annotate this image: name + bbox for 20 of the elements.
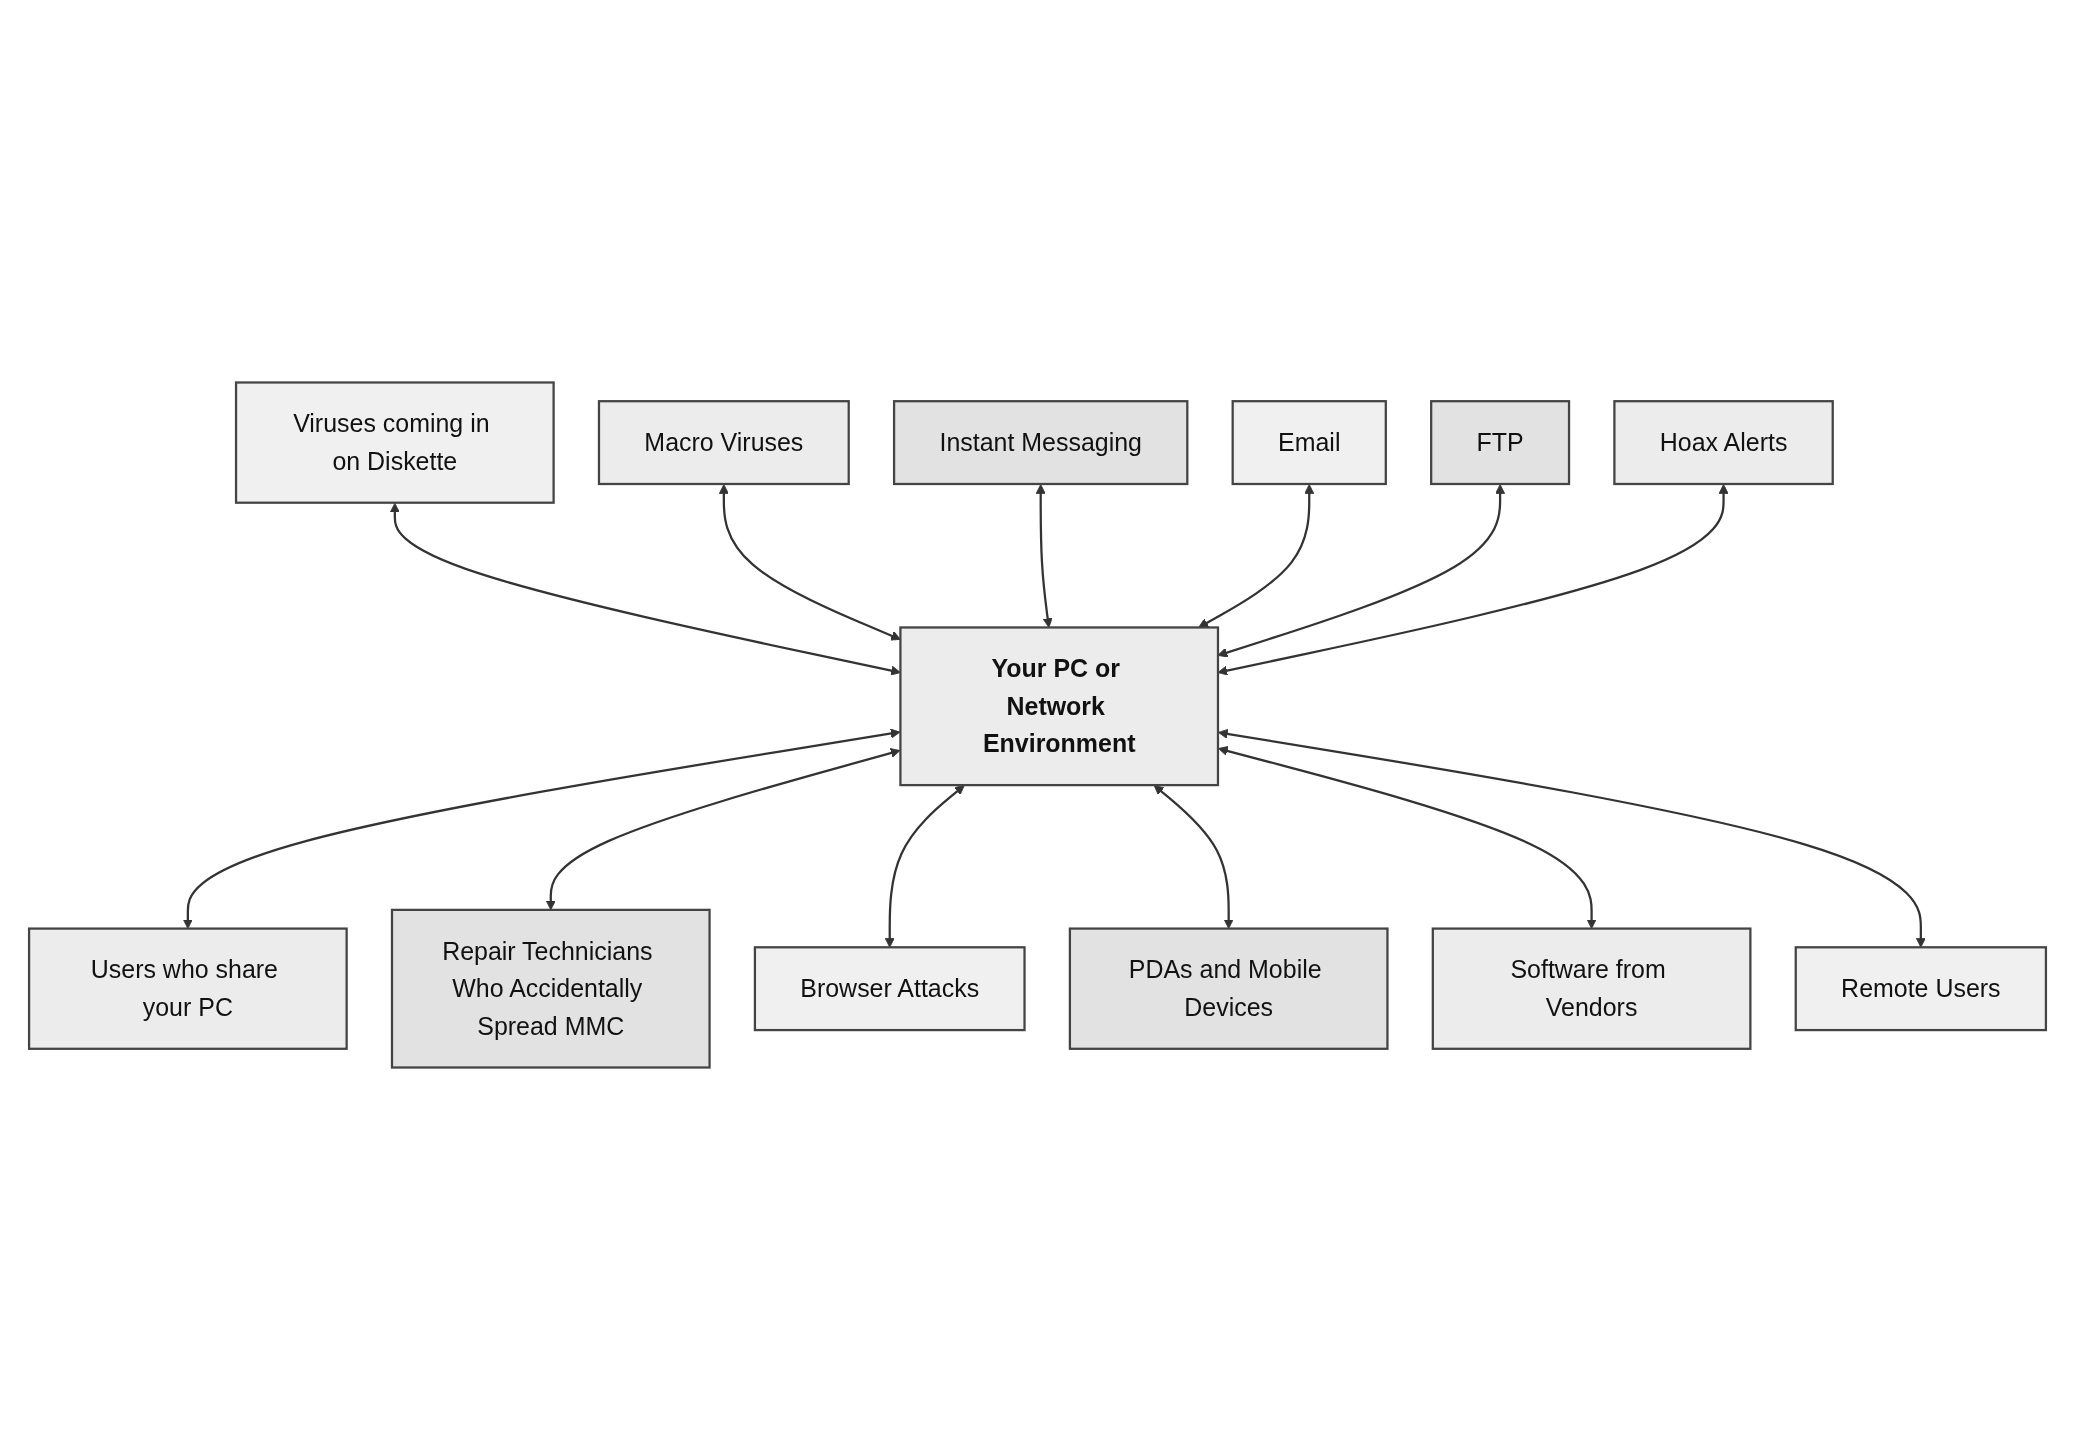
node-box: PDAs and Mobile Devices <box>1068 927 1389 1050</box>
arrow <box>389 502 901 676</box>
node-box: Macro Viruses <box>597 400 850 486</box>
arrow <box>1217 484 1506 658</box>
arrow <box>1217 484 1729 676</box>
node-box: Viruses coming in on Diskette <box>234 381 555 504</box>
node-box: Your PC or Network Environment <box>899 626 1220 787</box>
node-box: Email <box>1231 400 1387 486</box>
node-box: Browser Attacks <box>753 946 1026 1032</box>
arrow <box>718 484 901 641</box>
arrow <box>1217 728 1926 948</box>
node-box: Repair Technicians Who Accidentally Spread MMC <box>390 908 711 1069</box>
node-box: Remote Users <box>1794 946 2048 1032</box>
node-box: Users who share your PC <box>27 927 348 1050</box>
node-box: FTP <box>1430 400 1571 486</box>
arrow <box>1035 484 1053 628</box>
node-box: Instant Messaging <box>892 400 1189 486</box>
arrow <box>1198 484 1315 628</box>
node-box: Software from Vendors <box>1431 927 1752 1050</box>
node-box: Hoax Alerts <box>1613 400 1834 486</box>
